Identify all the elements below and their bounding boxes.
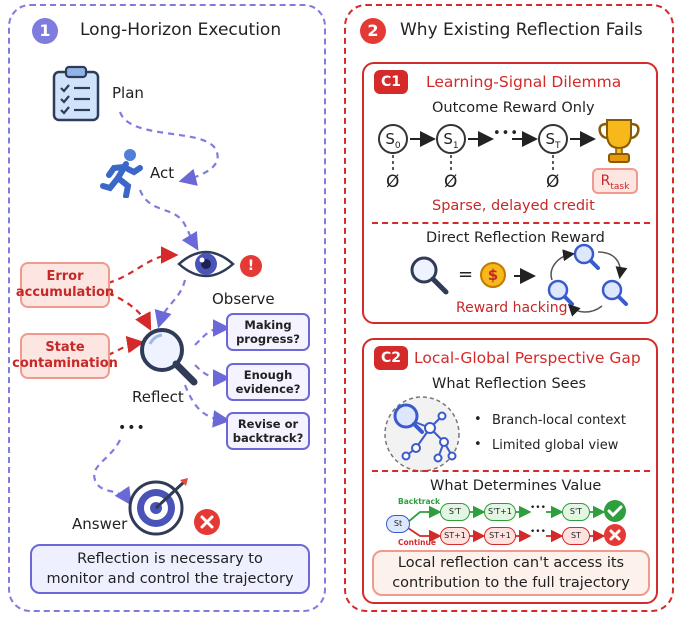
c2-badge: C2 <box>374 346 408 370</box>
left-flow-arrows <box>93 111 231 506</box>
sparse-credit-label: Sparse, delayed credit <box>432 198 595 214</box>
backtrack-dots: ••• <box>530 503 546 513</box>
branch-local-tree-icon <box>384 396 460 472</box>
equals-sign: = <box>458 264 474 285</box>
right-panel-title: Why Existing Reflection Fails <box>400 20 643 40</box>
small-magnifier-icon <box>410 256 449 295</box>
c1-divider <box>372 222 650 224</box>
act-label: Act <box>150 164 175 182</box>
continue-label: Continue <box>398 538 436 547</box>
dollar-coin-icon: $ <box>480 262 506 288</box>
reflect-label: Reflect <box>132 388 184 406</box>
clipboard-icon <box>52 65 100 122</box>
root-state-node: St <box>386 515 410 533</box>
answer-label: Answer <box>72 515 128 533</box>
determines-value-title: What Determines Value <box>430 478 602 494</box>
backtrack-label: Backtrack <box>398 497 440 506</box>
reward-task-box: Rtask <box>592 168 638 194</box>
continue-node-2: ST+1 <box>484 527 516 545</box>
backtrack-node-2: S'T+1 <box>484 503 516 521</box>
right-panel <box>344 4 674 612</box>
state-node-st: ST <box>538 124 568 154</box>
c2-box <box>362 338 658 604</box>
hacking-loop-diagram <box>514 243 628 317</box>
bullet-2: • <box>474 437 482 452</box>
null-reward-s0: Ø <box>386 172 400 192</box>
continue-node-1: ST+1 <box>440 527 470 545</box>
c1-badge: C1 <box>374 70 408 94</box>
backtrack-node-1: S'T <box>440 503 470 521</box>
alert-icon: ! <box>240 255 262 277</box>
null-reward-s1: Ø <box>444 172 458 192</box>
bullet-limited-global: Limited global view <box>492 438 619 453</box>
bullet-1: • <box>474 412 482 427</box>
c1-title: Learning-Signal Dilemma <box>426 73 622 91</box>
null-reward-st: Ø <box>546 172 560 192</box>
continue-dots: ••• <box>530 527 546 537</box>
eye-icon <box>177 250 235 278</box>
left-panel-title: Long-Horizon Execution <box>80 20 282 40</box>
cross-icon <box>604 524 626 546</box>
left-ellipsis: ••• <box>118 420 146 436</box>
trophy-icon <box>598 119 640 163</box>
magnifier-icon <box>140 328 198 386</box>
plan-label: Plan <box>112 84 144 102</box>
c2-title: Local-Global Perspective Gap <box>414 349 641 367</box>
reward-hacking-label: Reward hacking <box>456 300 568 316</box>
state-node-s0: S0 <box>378 124 408 154</box>
bullet-branch-local: Branch-local context <box>492 413 626 428</box>
continue-node-final: ST <box>562 527 590 545</box>
chain-dots: ••• <box>493 126 520 141</box>
backtrack-node-final: S'T <box>562 503 590 521</box>
c2-divider <box>372 470 650 472</box>
state-chain-arrows <box>392 131 596 170</box>
step-2-badge: 2 <box>360 18 386 44</box>
reflection-sees-title: What Reflection Sees <box>432 376 587 392</box>
value-branch-arrows <box>407 505 606 543</box>
left-conclusion-note: Reflection is necessary to monitor and c… <box>30 544 310 594</box>
left-panel <box>8 4 326 612</box>
state-node-s1: S1 <box>436 124 466 154</box>
target-icon <box>128 478 188 536</box>
c2-conclusion-note: Local reflection can't access its contri… <box>372 550 650 596</box>
outcome-reward-title: Outcome Reward Only <box>432 100 595 116</box>
c1-box <box>362 62 658 324</box>
observe-label: Observe <box>212 290 275 308</box>
runner-icon <box>100 149 143 198</box>
step-1-badge: 1 <box>32 18 58 44</box>
direct-reward-title: Direct Reflection Reward <box>426 230 605 246</box>
wrong-x-icon <box>194 509 220 535</box>
check-icon <box>604 500 626 522</box>
